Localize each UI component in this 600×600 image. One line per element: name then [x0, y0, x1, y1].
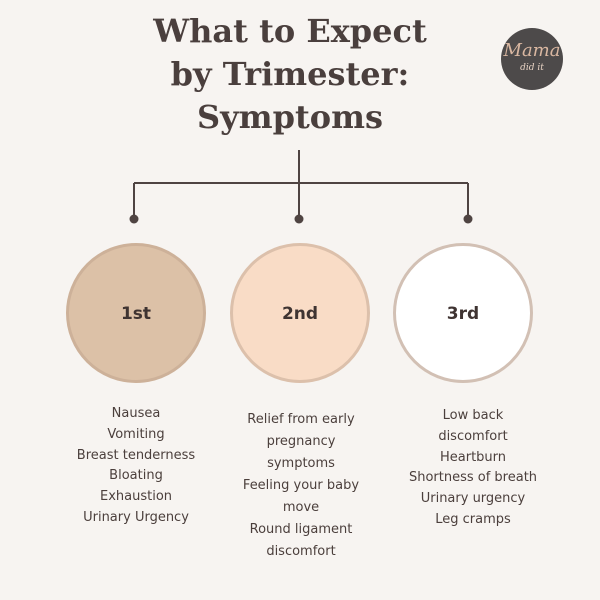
- symptom-item: pregnancy: [266, 434, 336, 449]
- symptom-item: Exhaustion: [99, 489, 173, 505]
- symptom-item: Shortness of breath: [408, 470, 538, 486]
- symptom-item: discomfort: [438, 428, 508, 444]
- trimester-label: 2nd: [281, 304, 319, 324]
- brand-logo: Mama did it: [501, 28, 563, 90]
- title-line-2: by Trimester:: [170, 55, 410, 93]
- trimester-label: 3rd: [446, 304, 480, 324]
- symptom-list-3rd: Low back discomfort Heartburn Shortness …: [390, 406, 556, 531]
- symptom-item: Heartburn: [439, 449, 507, 465]
- title-line-3: Symptoms: [197, 98, 383, 136]
- trimester-label: 1st: [120, 304, 152, 324]
- connector-dot-3: [463, 214, 473, 224]
- symptom-item: Urinary Urgency: [83, 509, 189, 525]
- symptom-item: Breast tenderness: [76, 447, 196, 463]
- symptom-item: Round ligament: [249, 522, 353, 537]
- symptom-item: discomfort: [266, 544, 336, 559]
- symptom-item: move: [282, 500, 320, 515]
- symptom-item: Low back: [442, 408, 504, 423]
- title-line-1: What to Expect: [153, 12, 427, 50]
- symptom-item: Nausea: [111, 406, 161, 421]
- logo-line-2: did it: [520, 63, 544, 73]
- connector-dot-1: [129, 214, 139, 224]
- symptom-item: Relief from early: [247, 412, 355, 427]
- symptom-item: Leg cramps: [435, 511, 511, 527]
- symptom-list-1st: Nausea Vomiting Breast tenderness Bloati…: [56, 404, 216, 529]
- symptom-item: symptoms: [267, 456, 335, 471]
- connector-dot-2: [294, 214, 304, 224]
- symptom-item: Bloating: [109, 468, 163, 484]
- logo-line-1: Mama: [503, 40, 561, 61]
- trimester-circle-3rd: 3rd: [393, 243, 533, 383]
- symptom-list-2nd: Relief from early pregnancy symptoms Fee…: [218, 409, 384, 563]
- symptom-item: Feeling your baby: [242, 478, 360, 493]
- trimester-circle-2nd: 2nd: [230, 243, 370, 383]
- page-title: What to Expect by Trimester: Symptoms: [90, 10, 490, 139]
- symptom-item: Urinary urgency: [420, 491, 526, 507]
- symptom-item: Vomiting: [107, 426, 165, 442]
- trimester-circle-1st: 1st: [66, 243, 206, 383]
